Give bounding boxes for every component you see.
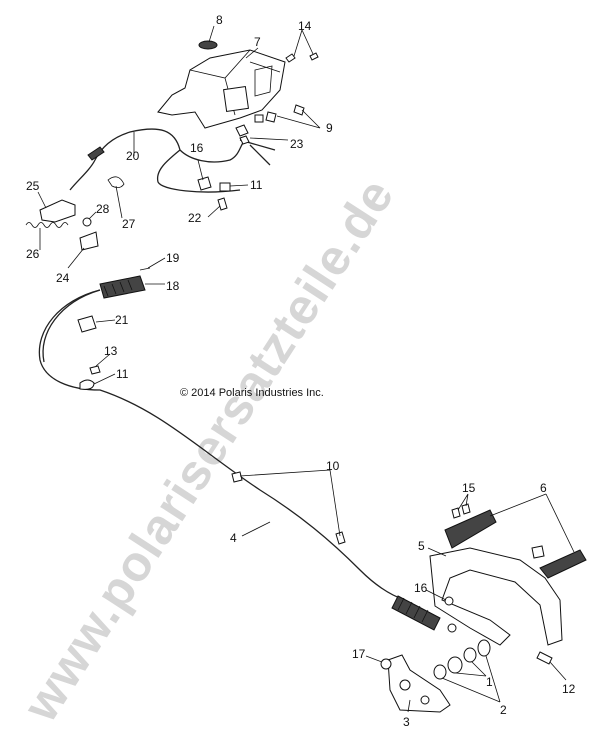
callout-15: 15 xyxy=(462,481,476,495)
bracket-part-3 xyxy=(387,654,451,713)
leader-lines xyxy=(37,25,575,713)
callout-4: 4 xyxy=(230,531,237,545)
callout-10: 10 xyxy=(326,459,340,473)
callout-11b: 11 xyxy=(116,367,129,381)
callout-25: 25 xyxy=(26,179,40,193)
callout-27: 27 xyxy=(122,217,136,231)
upper-cable-part-20 xyxy=(69,128,181,191)
watermark-text: www.polarisersatzteile.de xyxy=(12,168,405,731)
callout-11: 11 xyxy=(250,178,263,192)
clamp-part-11-upper xyxy=(219,182,231,192)
bolt-part-15-a xyxy=(451,507,461,519)
callout-14: 14 xyxy=(298,19,312,33)
clip-part-27 xyxy=(107,176,125,188)
callout-3: 3 xyxy=(403,715,410,729)
callout-7: 7 xyxy=(254,35,261,49)
ring-part-2-b xyxy=(477,639,491,657)
bracket-part-25 xyxy=(39,199,76,223)
callout-26: 26 xyxy=(26,247,40,261)
screws-part-14 xyxy=(285,52,319,63)
pedal-arm-part-5 xyxy=(429,547,563,646)
copyright-text: © 2014 Polaris Industries Inc. xyxy=(180,387,324,399)
fitting-part-16-upper xyxy=(197,176,212,191)
bolt-part-12 xyxy=(536,651,553,665)
callout-6: 6 xyxy=(540,481,547,495)
callout-5: 5 xyxy=(418,539,425,553)
callout-8: 8 xyxy=(216,13,223,27)
housing-part-7 xyxy=(157,49,286,129)
nut-part-16-lower xyxy=(444,596,454,606)
callout-labels: 8 7 14 9 20 16 23 11 25 28 27 22 26 24 1… xyxy=(26,13,576,729)
pedal-pad-part-6-a xyxy=(444,509,497,549)
callout-12: 12 xyxy=(562,682,576,696)
bolt-part-22 xyxy=(217,197,228,211)
callout-24: 24 xyxy=(56,271,70,285)
lower-boot xyxy=(391,595,441,631)
callout-21: 21 xyxy=(115,313,129,327)
bushing-part-1 xyxy=(447,656,463,674)
pin-part-19 xyxy=(139,267,151,271)
nut-part-28 xyxy=(82,217,92,227)
callout-19: 19 xyxy=(166,251,180,265)
callout-18: 18 xyxy=(166,279,180,293)
bushing-part-1-b xyxy=(463,647,477,663)
grommet-part-8 xyxy=(198,40,218,50)
callout-13: 13 xyxy=(104,344,118,358)
callout-16: 16 xyxy=(190,141,204,155)
callout-9: 9 xyxy=(326,121,333,135)
bracket-part-24 xyxy=(79,231,99,251)
spring-part-26 xyxy=(25,222,69,228)
callout-20: 20 xyxy=(126,149,140,163)
clip-part-21 xyxy=(77,315,97,333)
callout-17: 17 xyxy=(352,647,366,661)
callout-28: 28 xyxy=(96,202,110,216)
clamp-part-11-lower xyxy=(79,379,95,390)
screw-part-13 xyxy=(89,365,101,375)
nut-part-17 xyxy=(380,658,392,670)
callout-2: 2 xyxy=(500,703,507,717)
clip-part-10-b xyxy=(335,531,346,545)
main-cable-part-4 xyxy=(38,289,406,601)
callout-22: 22 xyxy=(188,211,202,225)
callout-23: 23 xyxy=(290,137,304,151)
callout-1: 1 xyxy=(486,675,493,689)
pedal-pad-part-6-b xyxy=(539,549,587,579)
boot-part-18 xyxy=(99,275,146,299)
connector-part-23 xyxy=(235,124,250,145)
clip-part-10-a xyxy=(231,471,243,483)
ring-part-2-a xyxy=(433,664,447,680)
clips-part-9 xyxy=(254,104,305,123)
callout-16b: 16 xyxy=(414,581,428,595)
